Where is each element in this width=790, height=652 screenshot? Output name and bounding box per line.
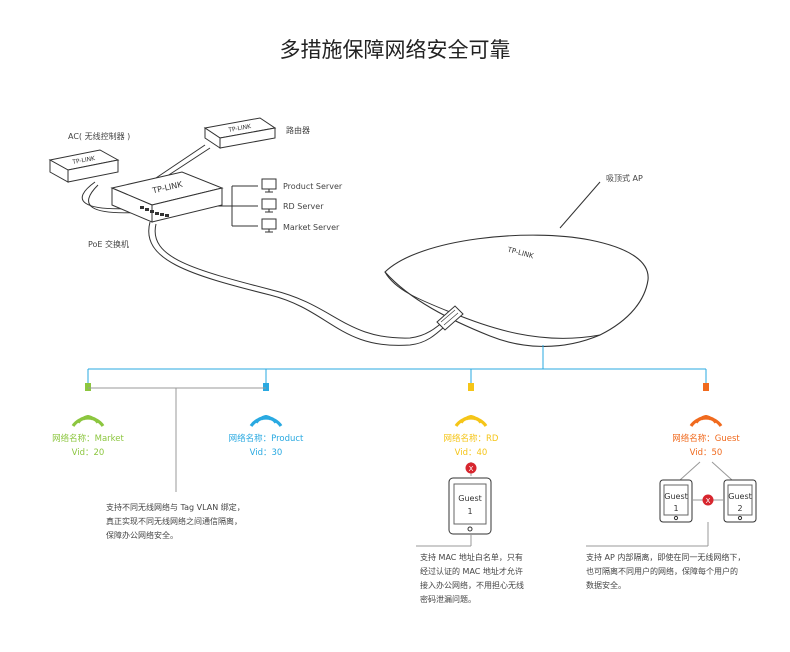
network-name: 网络名称：Market (52, 433, 124, 444)
isolation-note-line: 也可隔离不同用户的网络，保障每个用户的 (586, 566, 738, 576)
server-list: Product Server RD Server Market Server (261, 178, 343, 233)
server-rd: RD Server (261, 198, 324, 213)
wifi-signal-icon (71, 415, 105, 427)
server-label: Product Server (283, 182, 343, 191)
ap-label: 吸顶式 AP (606, 173, 643, 183)
router: TP-LINK (203, 117, 277, 149)
tablet-label: Guest (728, 492, 752, 501)
network-name: 网络名称：Guest (672, 433, 740, 444)
isolation-note-line: 数据安全。 (586, 580, 626, 590)
block-mark-text: X (706, 497, 711, 505)
network-vid: Vid：40 (455, 448, 488, 458)
vlan-note-line: 真正实现不同无线网络之间通信隔离， (106, 516, 242, 526)
ceiling-ap: TP-LINK (384, 234, 649, 347)
isolation-note: 支持 AP 内部隔离，即使在同一无线网络下， 也可隔离不同用户的网络，保障每个用… (586, 552, 745, 590)
ac-brand: TP-LINK (71, 155, 97, 166)
rd-block-group: X Guest 1 (416, 462, 492, 547)
distribution-tree (87, 345, 707, 384)
network-vid: Vid：50 (690, 448, 723, 458)
network-name: 网络名称：Product (229, 433, 304, 444)
switch-ports (140, 206, 169, 217)
cables (81, 144, 453, 346)
mac-note-line: 接入办公网络，不用担心无线 (420, 580, 524, 590)
ac-label: AC( 无线控制器 ) (68, 131, 130, 141)
antenna-stub (703, 383, 709, 391)
poe-switch: TP-LINK (110, 171, 224, 223)
vlan-note-line: 保障办公网络安全。 (106, 530, 178, 540)
wifi-signal-icon (689, 415, 723, 427)
router-label: 路由器 (286, 125, 310, 135)
block-mark-text: X (469, 465, 474, 473)
network-vid: Vid：30 (250, 448, 283, 458)
isolation-note-line: 支持 AP 内部隔离，即使在同一无线网络下， (586, 552, 745, 562)
network-vid: Vid：20 (72, 448, 105, 458)
tablet-number: 1 (467, 507, 472, 516)
tablet-number: 1 (673, 504, 678, 513)
mac-note-line: 支持 MAC 地址白名单，只有 (420, 552, 523, 562)
wifi-signal-icon (454, 415, 488, 427)
vlan-note: 支持不同无线网络与 Tag VLAN 绑定， 真正实现不同无线网络之间通信隔离，… (106, 502, 245, 540)
antenna-stub (263, 383, 269, 391)
wifi-signal-icon (249, 415, 283, 427)
server-label: RD Server (283, 202, 324, 211)
server-product: Product Server (261, 178, 343, 193)
mac-note-line: 经过认证的 MAC 地址才允许 (420, 566, 523, 576)
monitor-icon (261, 218, 277, 230)
antenna-stub (468, 383, 474, 391)
page-title: 多措施保障网络安全可靠 (280, 38, 511, 62)
networks: 网络名称：MarketVid：20网络名称：ProductVid：30网络名称：… (52, 383, 740, 458)
rd-guest-tablet: Guest 1 (448, 477, 492, 535)
tablet-label: Guest (664, 492, 688, 501)
monitor-icon (261, 198, 277, 210)
guest-isolation-group: Guest 1 Guest 2 X (586, 461, 757, 547)
tablet-number: 2 (737, 504, 742, 513)
guest1-tablet: Guest 1 (659, 479, 693, 523)
block-mark-icon (702, 494, 714, 506)
tablet-label: Guest (458, 494, 482, 503)
poe-switch-label: PoE 交换机 (88, 239, 129, 249)
block-mark-icon (465, 462, 477, 474)
network-rd: 网络名称：RD Vid：40 (444, 383, 499, 458)
mac-note-line: 密码泄漏问题。 (420, 594, 476, 604)
vlan-note-line: 支持不同无线网络与 Tag VLAN 绑定， (106, 502, 245, 512)
ac-controller: TP-LINK (48, 149, 120, 183)
server-market: Market Server (261, 218, 340, 233)
antenna-stub (85, 383, 91, 391)
mac-note: 支持 MAC 地址白名单，只有 经过认证的 MAC 地址才允许 接入办公网络，不… (420, 552, 524, 604)
network-name: 网络名称：RD (444, 433, 499, 444)
vlan-note-bracket (88, 387, 266, 492)
router-brand: TP-LINK (227, 123, 253, 134)
monitor-icon (261, 178, 277, 190)
rj45-plug-icon (436, 305, 464, 331)
guest2-tablet: Guest 2 (723, 479, 757, 523)
ap-callout-line (559, 181, 601, 229)
server-label: Market Server (283, 223, 340, 232)
